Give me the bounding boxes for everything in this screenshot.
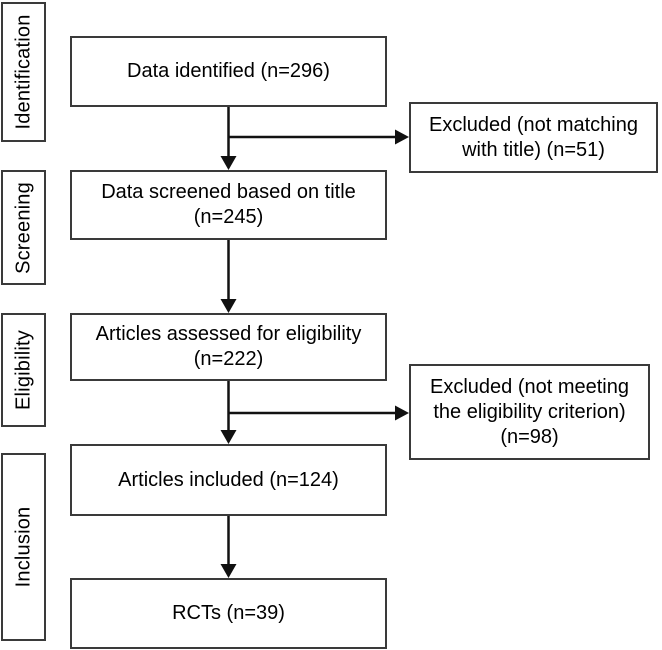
stage-box-eligibility: Eligibility (1, 313, 46, 427)
stage-label-identification: Identification (12, 14, 34, 130)
box-excluded-not-matching-title: Excluded (not matching with title) (n=51… (409, 102, 658, 173)
box-rcts: RCTs (n=39) (70, 578, 387, 649)
arrow-screened-to-assessed (220, 240, 237, 313)
box-excluded-eligibility-line3: (n=98) (500, 425, 559, 448)
box-articles-assessed-line1: Articles assessed for eligibility (95, 323, 362, 345)
stage-label-inclusion: Inclusion (12, 506, 34, 588)
box-data-screened-line2: (n=245) (193, 206, 264, 228)
box-excluded-not-meeting-eligibility: Excluded (not meeting the eligibility cr… (409, 364, 650, 460)
box-articles-assessed-line2: (n=222) (193, 348, 264, 370)
arrow-identified-to-screened (220, 107, 237, 170)
box-articles-included-text: Articles included (n=124) (118, 468, 339, 491)
box-data-identified: Data identified (n=296) (70, 36, 387, 107)
stage-label-eligibility: Eligibility (12, 329, 34, 411)
arrow-branch-to-excluded-title (227, 129, 409, 145)
arrow-branch-to-excluded-eligibility (227, 405, 409, 421)
box-data-identified-text: Data identified (n=296) (127, 60, 330, 82)
arrow-assessed-to-included (220, 381, 237, 444)
box-articles-included: Articles included (n=124) (70, 444, 387, 516)
box-rcts-text: RCTs (n=39) (172, 602, 285, 624)
box-excluded-eligibility-line1: Excluded (not meeting (429, 375, 629, 398)
stage-label-screening: Screening (12, 181, 34, 274)
box-articles-assessed: Articles assessed for eligibility (n=222… (70, 313, 387, 381)
box-excluded-title-line1: Excluded (not matching (428, 113, 638, 136)
box-data-screened: Data screened based on title (n=245) (70, 170, 387, 240)
box-excluded-eligibility-line2: the eligibility criterion) (433, 400, 626, 423)
stage-box-inclusion: Inclusion (1, 453, 46, 641)
box-excluded-title-line2: with title) (n=51) (462, 138, 605, 161)
stage-box-screening: Screening (1, 170, 46, 285)
arrow-included-to-rcts (220, 516, 237, 578)
box-data-screened-line1: Data screened based on title (101, 181, 356, 203)
stage-box-identification: Identification (1, 2, 46, 142)
